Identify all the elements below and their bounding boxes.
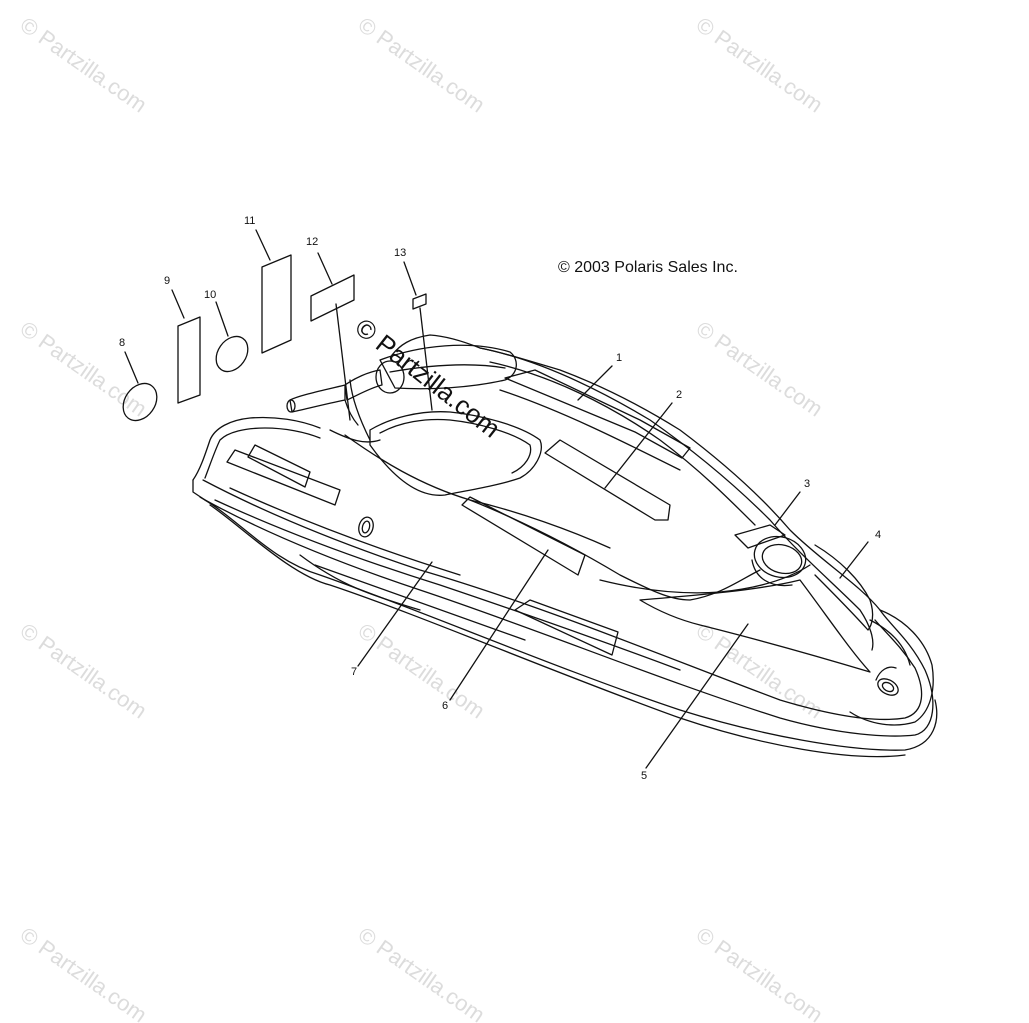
callout-4: 4 <box>875 529 882 541</box>
deck-center <box>344 434 761 601</box>
hood-line <box>499 389 681 471</box>
side-panel <box>314 564 526 641</box>
gunwale-inner <box>202 479 923 721</box>
decal-13 <box>412 293 427 310</box>
bow-eye-inner <box>881 681 895 693</box>
nose-inner <box>869 619 911 666</box>
leader-6 <box>449 549 549 701</box>
steering-pole <box>349 379 371 441</box>
handle-pole-cover <box>379 344 517 390</box>
leader-3 <box>774 491 801 526</box>
deck-edge-left <box>192 416 321 481</box>
callout-5: 5 <box>641 770 648 782</box>
decal-5-area <box>639 579 871 673</box>
side-fitting-inner <box>361 520 371 534</box>
callout-13: 13 <box>394 247 407 259</box>
handlebar-grip <box>344 369 383 401</box>
windshield-inner <box>379 418 532 474</box>
callout-9: 9 <box>164 275 171 287</box>
bow-eye-bracket <box>875 666 897 681</box>
handlebar <box>289 384 346 413</box>
callout-2: 2 <box>676 389 683 401</box>
leader-12-down <box>335 303 351 421</box>
rub-rail-2 <box>229 487 461 576</box>
decal-11 <box>261 254 292 354</box>
leader-8 <box>124 351 139 384</box>
nose-rim <box>849 609 934 726</box>
decal-8 <box>122 382 158 422</box>
callout-10: 10 <box>204 289 217 301</box>
steering-base <box>329 429 381 443</box>
decal-1-area <box>504 369 691 459</box>
front-storage-lid <box>753 535 807 579</box>
leader-2 <box>604 402 673 489</box>
hull-bottom-chine <box>209 504 906 758</box>
leader-7 <box>357 561 433 667</box>
side-fitting <box>358 516 374 538</box>
leader-1 <box>577 365 613 401</box>
decal-12 <box>310 274 355 322</box>
throttle <box>344 399 359 426</box>
leader-9 <box>171 289 185 319</box>
callout-1: 1 <box>616 352 623 364</box>
hull-bottom-line-2 <box>299 554 421 611</box>
deck-ridge-right <box>479 347 874 651</box>
front-storage-rim <box>751 559 793 587</box>
decal-9 <box>177 316 201 404</box>
callout-12: 12 <box>306 236 319 248</box>
decal-10 <box>215 335 249 373</box>
leader-11 <box>255 229 271 261</box>
callout-6: 6 <box>442 700 449 712</box>
leader-5 <box>645 623 749 769</box>
decal-2-area <box>544 439 671 521</box>
leader-13 <box>403 261 417 296</box>
deck-center-2 <box>469 499 611 549</box>
leader-12 <box>317 252 333 285</box>
leader-10 <box>215 301 229 337</box>
decal-6-area <box>461 496 586 576</box>
rub-rail <box>214 499 681 671</box>
copyright-notice: © 2003 Polaris Sales Inc. <box>558 259 738 276</box>
leader-4 <box>839 541 869 579</box>
deck-ridge-right-inner <box>489 361 756 526</box>
decal-7b-area <box>226 449 341 506</box>
windshield <box>369 411 542 496</box>
front-storage-lid-inner <box>761 543 803 575</box>
callout-11: 11 <box>244 215 256 227</box>
callout-8: 8 <box>119 337 126 349</box>
callout-7: 7 <box>351 666 358 678</box>
decal-3-area <box>734 524 786 549</box>
deck-edge-left-inner <box>204 427 321 479</box>
steering-head <box>375 360 405 394</box>
callout-3: 3 <box>804 478 811 490</box>
bow-eye <box>877 678 899 696</box>
handlebar-end <box>286 399 296 413</box>
front-deck-line <box>599 564 811 594</box>
leader-13-down <box>419 307 433 411</box>
decal-7-area <box>247 444 311 488</box>
decal-side <box>514 599 619 656</box>
hull-bottom <box>199 496 938 751</box>
